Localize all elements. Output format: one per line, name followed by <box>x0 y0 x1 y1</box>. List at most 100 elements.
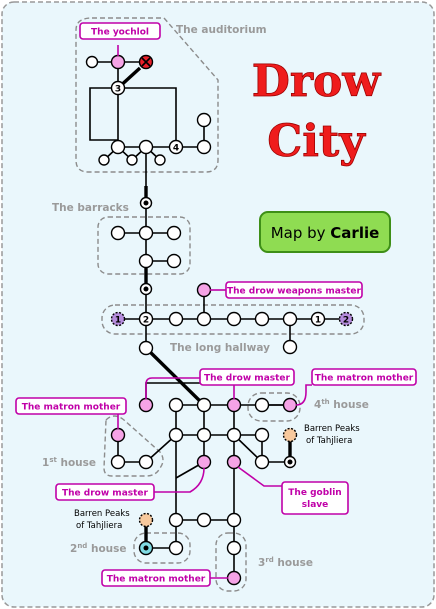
map-node <box>154 154 166 166</box>
map-node <box>196 112 212 128</box>
region-house3-label: 3rd house <box>258 556 313 569</box>
map-node <box>196 311 212 327</box>
npc-node-weapons-master <box>196 282 212 298</box>
npc-node-drow-master-top <box>138 397 154 413</box>
region-house4-label: 4th house <box>314 398 369 411</box>
exit-west-label-line-2: of Tahjliera <box>76 521 122 531</box>
map-node <box>166 253 182 269</box>
map-node <box>168 397 184 413</box>
region-house1-outline <box>103 415 164 477</box>
credit-prefix: Map by <box>271 224 331 242</box>
door-node <box>139 196 153 210</box>
credit-author: Carlie <box>330 224 379 242</box>
map-node <box>166 225 182 241</box>
region-hallway-outline <box>101 304 365 335</box>
label-matron-right: The matron mother <box>295 368 417 406</box>
map-node <box>168 540 184 556</box>
map-node <box>226 427 242 443</box>
region-house1-label: 1st house <box>42 456 96 469</box>
start-node <box>138 540 154 556</box>
region-house3-outline <box>215 532 247 592</box>
label-matron-left: The matron mother <box>15 397 127 429</box>
svg-text:The goblin: The goblin <box>288 488 341 498</box>
label-drow-master-top: The drow master <box>145 368 295 399</box>
svg-text:The yochlol: The yochlol <box>91 28 149 38</box>
map-node <box>168 311 184 327</box>
svg-text:The matron mother: The matron mother <box>22 403 121 413</box>
svg-text:The drow master: The drow master <box>204 374 291 384</box>
map-node <box>196 512 212 528</box>
region-barracks-label: The barracks <box>52 202 129 214</box>
map-node <box>196 427 212 443</box>
map-node <box>254 454 270 470</box>
npc-node-matron-house3 <box>226 570 242 586</box>
map-node <box>110 454 126 470</box>
npc-node-matron-house4 <box>282 397 298 413</box>
svg-text:Map by Carlie: Map by Carlie <box>271 224 380 242</box>
svg-text:The matron mother: The matron mother <box>107 575 206 585</box>
exit-east-label-line-2: of Tahjliera <box>306 436 352 446</box>
map-title-line-1: Drow <box>252 56 382 107</box>
map-node <box>85 55 99 69</box>
exit-node-east <box>282 427 298 443</box>
region-auditorium-label: The auditorium <box>176 24 267 36</box>
svg-text:The drow weapons master: The drow weapons master <box>227 287 362 297</box>
region-house2-outline <box>133 532 191 564</box>
map-node <box>254 427 270 443</box>
npc-node-drow-master-bottom <box>196 454 212 470</box>
map-node <box>254 311 270 327</box>
svg-text:1: 1 <box>115 316 121 326</box>
numbered-node-3: 3 <box>110 80 126 96</box>
svg-text:2: 2 <box>343 316 349 326</box>
region-house4-outline <box>247 392 301 422</box>
npc-node-matron-house1 <box>110 427 126 443</box>
credit-badge: Map by Carlie <box>259 211 391 253</box>
map-title-line-2: City <box>267 116 366 167</box>
map-node <box>196 397 212 413</box>
map-node <box>126 154 138 166</box>
map-node <box>138 139 154 155</box>
map-node <box>138 225 154 241</box>
map-node <box>282 311 298 327</box>
map-node <box>138 340 154 356</box>
danger-node <box>138 54 154 70</box>
svg-text:slave: slave <box>302 500 329 510</box>
map-node <box>196 139 212 155</box>
svg-text:2: 2 <box>143 316 149 326</box>
map-node <box>110 139 126 155</box>
label-weapons-master: The drow weapons master <box>210 281 363 299</box>
exit-east-label-line-1: Barren Peaks <box>304 424 360 434</box>
numbered-node-4: 4 <box>168 139 184 155</box>
map-node <box>98 154 110 166</box>
map-node <box>168 427 184 443</box>
region-hallway-label: The long hallway <box>170 342 270 354</box>
svg-text:3: 3 <box>115 85 121 95</box>
region-house2-label: 2nd house <box>70 542 127 555</box>
teleport-node-2-east: 2 <box>338 311 354 327</box>
npc-node-goblin-slave <box>226 454 242 470</box>
map-node <box>226 540 242 556</box>
label-drow-master-bottom: The drow master <box>55 467 205 501</box>
map-node <box>138 253 154 269</box>
map-node <box>282 339 298 355</box>
door-node <box>283 455 297 469</box>
npc-node-drow-master-guard <box>226 397 242 413</box>
map-node <box>226 311 242 327</box>
label-matron-bottom: The matron mother <box>101 569 228 587</box>
label-yochlol: The yochlol <box>79 22 161 56</box>
svg-text:The drow master: The drow master <box>62 489 149 499</box>
numbered-node-1: 1 <box>310 311 326 327</box>
map-node <box>168 512 184 528</box>
door-node <box>139 282 153 296</box>
numbered-node-2: 2 <box>138 311 154 327</box>
teleport-node-1-west: 1 <box>110 311 126 327</box>
exit-node-west <box>138 512 154 528</box>
label-goblin-slave: The goblin slave <box>237 466 349 515</box>
svg-text:The matron mother: The matron mother <box>315 374 414 384</box>
svg-text:1: 1 <box>315 316 321 326</box>
exit-west-label-line-1: Barren Peaks <box>74 509 130 519</box>
map-node <box>226 512 242 528</box>
map-node <box>110 225 126 241</box>
